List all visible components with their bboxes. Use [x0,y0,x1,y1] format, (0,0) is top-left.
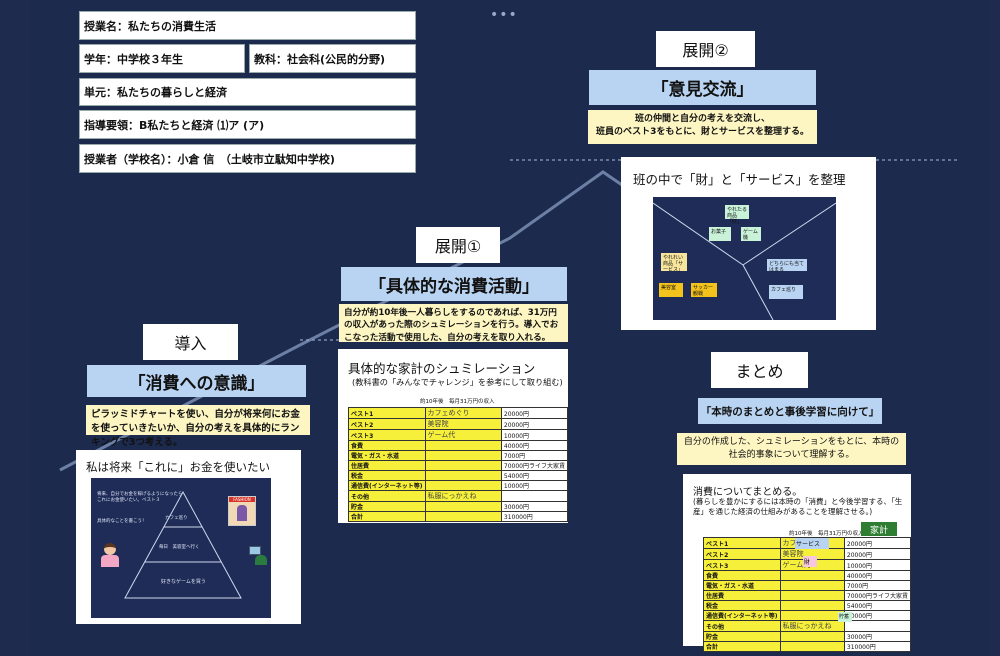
tag-service: サービス [795,538,829,549]
stage-summary: まとめ [711,352,808,388]
summary-card-title: 消費についてまとめる。 [693,487,803,498]
summary-table-title: 約10年後 毎月31万円の収入 [789,531,864,537]
dev2-card-title: 班の中で「財」と「サービス」を整理 [633,172,846,187]
note-snack[interactable]: お菓子 [709,227,731,241]
note-cafe[interactable]: カフェ巡り [769,285,803,299]
dev1-card-sub: (教科書の「みんなでチャレンジ」を参考にして取り組む) [352,377,563,387]
stage-intro: 導入 [143,324,238,360]
person-illustration [99,543,121,569]
grade: 学年：中学校３年生 [79,44,245,73]
teacher: 授業者（学校名）：小倉 信 （土岐市立駄知中学校) [79,144,416,173]
pyramid-top: カフェ巡り [165,516,188,521]
note-service[interactable]: やれれい商品「サービス」 [661,253,687,273]
summary-title: 「本時のまとめと事後学習に向けて」 [698,398,882,424]
budget-row: 通信費(インターネット等)10000円 [703,610,912,621]
tag-savings: 貯蓄 [838,612,852,622]
budget-row: 通信費(インターネット等)10000円 [348,480,569,491]
more-dots-icon[interactable]: ••• [490,7,518,23]
dev1-card-title: 具体的な家計のシュミレーション [348,361,536,376]
note-goods[interactable]: やれたる商品「財」 [725,205,749,225]
stage-dev1: 展開① [416,227,500,263]
note-both[interactable]: どちらにも当てはまる [767,259,807,273]
pyramid-mid: 毎日 美容室へ行く [159,545,200,550]
dev2-card: 班の中で「財」と「サービス」を整理 やれたる商品「財」 お菓子 ゲーム機 やれれ… [621,157,876,330]
budget-row: その他私服にっかえね [703,620,912,632]
dev1-table-title: 約10年後 毎月31万円の収入 [420,399,495,405]
sort-board: やれたる商品「財」 お菓子 ゲーム機 やれれい商品「サービス」 どちらにも当ては… [653,197,836,320]
summary-budget-table: ベスト1カフェめぐり20000円ベスト2美容院20000円ベスト3ゲーム代100… [703,537,912,652]
budget-row: その他私服にっかえね [348,490,569,502]
dev2-title: 「意見交流」 [589,70,816,105]
summary-card: 消費についてまとめる。 (暮らしを豊かにするには本時の「消費」と今後学習する、「… [683,474,912,652]
gamer-illustration [249,546,269,566]
note-game[interactable]: ゲーム機 [741,227,761,241]
pyramid-slide: 将来、自分でお金を稼げるようになったらこれにお金使いたい。ベスト３ 具体的なこと… [91,478,271,618]
pyramid-bottom: 好きなゲームを買う [161,579,206,585]
household-badge: 家計 [861,522,897,536]
dev1-card: 具体的な家計のシュミレーション (教科書の「みんなでチャレンジ」を参考にして取り… [338,349,569,523]
dev1-title: 「具体的な消費活動」 [341,267,567,301]
intro-card-title: 私は将来「これに」お金を使いたい [86,460,270,474]
lesson-name: 授業名：私たちの消費生活 [79,11,416,40]
y-divider [653,202,836,320]
note-salon[interactable]: 美容室 [659,283,683,297]
summary-card-sub: (暮らしを豊かにするには本時の「消費」と今後学習する、「生産」を通じた経済の仕組… [693,497,903,516]
pyramid-chart [124,490,242,599]
tag-goods: 財 [803,556,817,567]
dev1-desc: 自分が約10年後一人暮らしをするのであれば、31万円の収入があった際のシュミレー… [339,304,568,343]
guideline: 指導要領：B私たちと経済 ⑴ア (ア) [79,110,416,139]
summary-desc: 自分の作成した、シュミレーションをもとに、本時の社会的事象について理解する。 [677,433,906,465]
subject: 教科：社会科(公民的分野) [249,44,416,73]
intro-desc: ピラッミドチャートを使い、自分が将来何にお金を使っていきたいか、自分の考えを具体… [86,405,310,448]
unit: 単元：私たちの暮らしと経済 [79,78,416,106]
fashion-image: FASHION [228,496,256,526]
note-soccer[interactable]: サッカー観戦 [691,283,717,297]
stage-dev2: 展開② [656,31,755,67]
intro-card: 私は将来「これに」お金を使いたい 将来、自分でお金を稼げるようになったらこれにお… [76,450,301,624]
intro-title: 「消費への意識」 [87,365,306,397]
dev2-desc: 班の仲間と自分の考えを交流し、班員のベスト3をもとに、財とサービスを整理する。 [588,110,817,144]
